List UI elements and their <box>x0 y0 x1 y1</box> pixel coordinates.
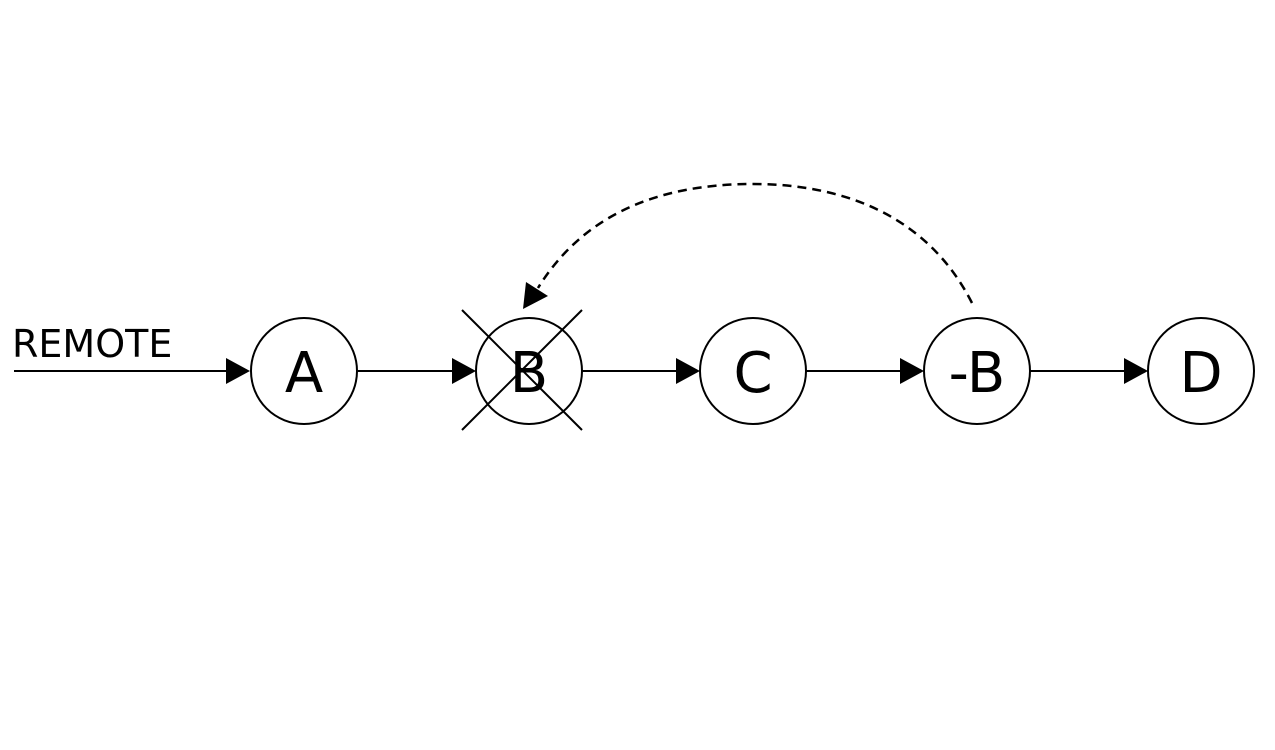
commit-node-b: B <box>461 309 583 431</box>
edge-c-to-neg-b <box>806 358 924 384</box>
commit-node-neg-b: -B <box>923 317 1031 425</box>
commit-node-b-label: B <box>510 341 548 406</box>
edge-b-to-c <box>582 358 700 384</box>
edge-remote-to-a <box>14 358 250 384</box>
commit-node-d-label: D <box>1179 341 1222 406</box>
commit-node-c: C <box>699 317 807 425</box>
edge-neg-b-to-d <box>1030 358 1148 384</box>
commit-node-c-label: C <box>733 341 772 406</box>
commit-node-neg-b-label: -B <box>949 341 1006 406</box>
remote-label: REMOTE <box>12 322 172 366</box>
cross-out-mark <box>461 309 583 431</box>
commit-node-a: A <box>250 317 358 425</box>
commit-node-a-label: A <box>285 341 323 406</box>
revert-link-neg-b-to-b <box>523 182 974 309</box>
edge-a-to-b <box>358 358 476 384</box>
commit-node-d: D <box>1147 317 1255 425</box>
